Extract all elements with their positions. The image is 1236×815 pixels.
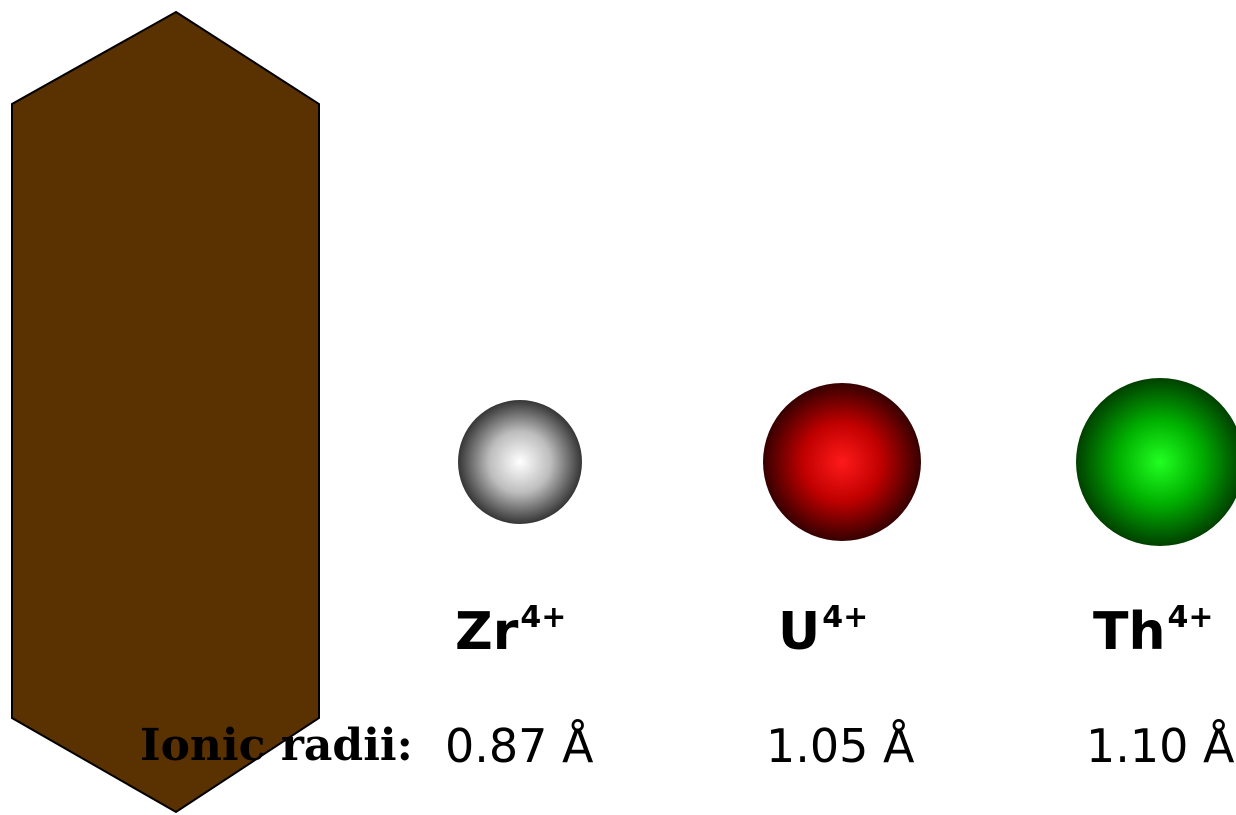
th-charge: 4+ — [1167, 600, 1214, 635]
zr-ion-sphere — [458, 400, 582, 524]
th-ion-sphere — [1076, 378, 1236, 546]
zr-radius-value: 0.87 Å — [445, 719, 594, 773]
zr-symbol: Zr — [455, 602, 519, 662]
u-radius-value: 1.05 Å — [766, 719, 915, 773]
zircon-crystal-hexagon — [11, 10, 320, 814]
zr-ion-label: Zr4+ — [455, 588, 566, 662]
u-ion-label: U4+ — [778, 588, 868, 662]
zr-charge: 4+ — [520, 600, 567, 635]
u-ion-sphere — [763, 383, 921, 541]
th-radius-value: 1.10 Å — [1086, 719, 1235, 773]
th-symbol: Th — [1093, 602, 1166, 662]
ionic-radii-title: Ionic radii: — [140, 720, 413, 771]
th-ion-label: Th4+ — [1093, 588, 1214, 662]
u-charge: 4+ — [822, 600, 869, 635]
u-symbol: U — [778, 602, 821, 662]
